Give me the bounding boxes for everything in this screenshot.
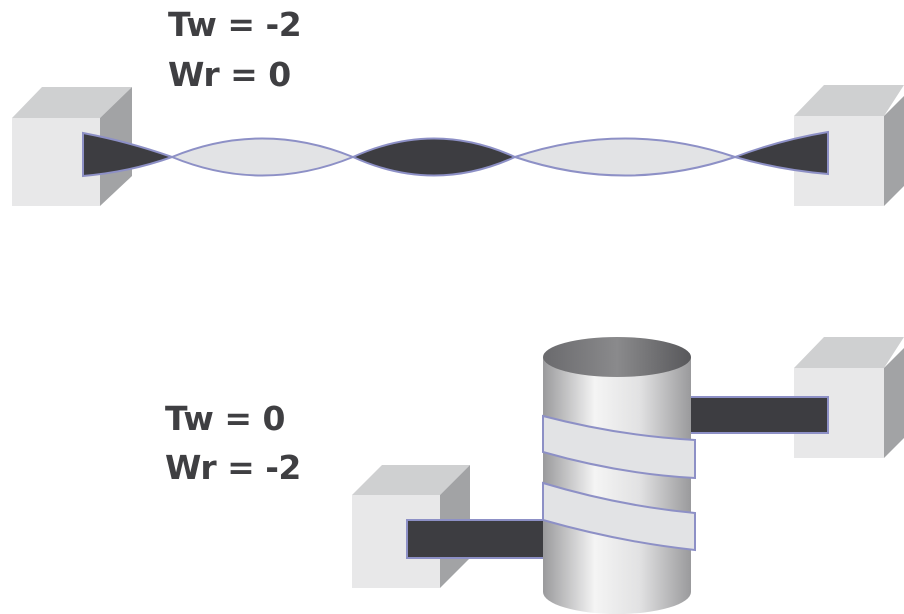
- top-right-block: [794, 85, 904, 206]
- bottom-writhe-label: Wr = -2: [165, 448, 301, 487]
- twisted-ribbon: [82, 130, 829, 178]
- cylinder: [543, 337, 691, 614]
- left-ribbon-arm: [406, 519, 551, 559]
- bottom-twist-label: Tw = 0: [165, 399, 285, 438]
- top-twist-label: Tw = -2: [168, 5, 302, 44]
- right-ribbon-arm: [688, 396, 829, 434]
- coiled-ribbon: [542, 414, 696, 552]
- top-writhe-label: Wr = 0: [168, 55, 291, 94]
